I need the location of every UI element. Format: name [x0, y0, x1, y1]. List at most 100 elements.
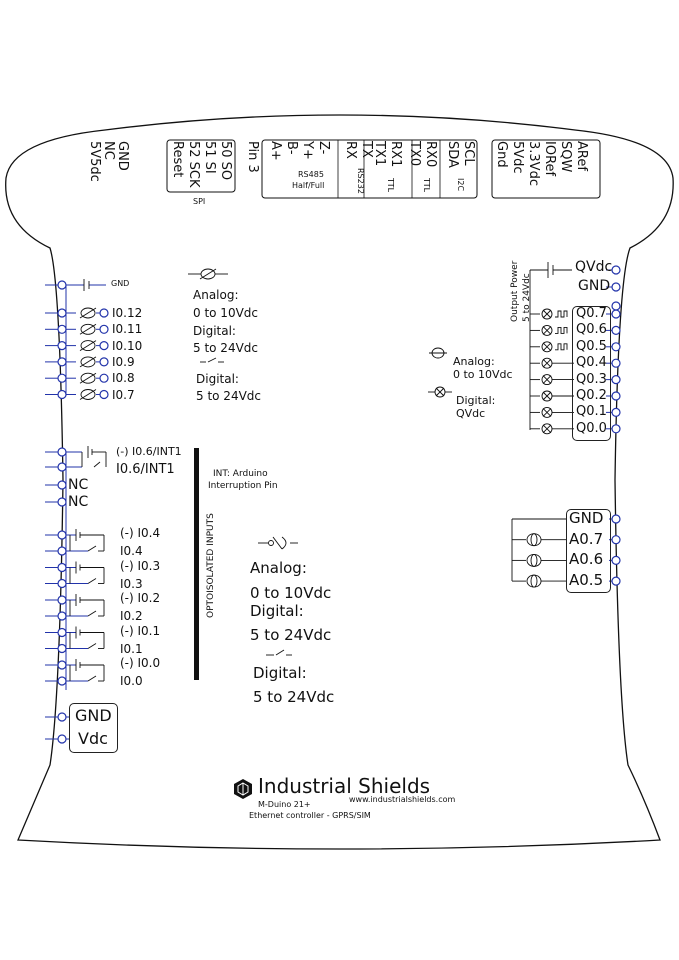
ttl0-pin-1: RX0: [423, 141, 438, 168]
nc-terminal: [57, 480, 67, 490]
input-label: I0.9: [112, 354, 135, 369]
power-terminal: [57, 712, 67, 722]
opto-pos-label: I0.0: [120, 674, 143, 688]
rs485-pin-1: B-: [284, 141, 299, 155]
power-terminal: [57, 734, 67, 744]
rs232-label: RS232: [356, 168, 365, 194]
rs485-pin-0: A+: [268, 141, 283, 161]
opto-input-terminal: [57, 676, 67, 686]
output-label: Q0.3: [576, 371, 607, 387]
analog-pin-label: A0.5: [569, 571, 604, 590]
opto-input-terminal: [57, 578, 67, 589]
opto-input-terminal: [57, 530, 67, 540]
industrial-shields-logo-icon: [234, 779, 252, 799]
right-gnd-label: GND: [578, 278, 611, 294]
analog-pin-label: A0.6: [569, 550, 604, 569]
input-label: I0.8: [112, 371, 135, 386]
misc-pin-0: Gnd: [494, 141, 509, 168]
brand-name: Industrial Shields: [258, 774, 431, 798]
output-power-range: 5 to 24Vdc: [522, 273, 532, 322]
input-terminal: [99, 373, 109, 383]
legend-text: 0 to 10Vdc: [193, 306, 259, 320]
legend-text: 5 to 24Vdc: [253, 688, 335, 706]
output-terminal: [611, 325, 621, 335]
legend-text: Digital:: [193, 324, 236, 338]
output-terminal: [611, 342, 621, 352]
input-terminal: [99, 389, 109, 400]
output-terminal: [611, 301, 621, 311]
input-terminal: [99, 341, 109, 351]
input-label: I0.10: [112, 338, 143, 353]
ttl0-label: TTL: [422, 178, 431, 193]
output-label: Q0.7: [576, 306, 607, 321]
output-terminal: [611, 407, 621, 417]
input-terminal: [99, 308, 109, 318]
opto-pos-label: I0.2: [120, 609, 143, 623]
output-terminal: [611, 391, 621, 401]
int-note-line-1: INT: Arduino: [213, 469, 268, 479]
opto-pos-label: I0.3: [120, 576, 143, 591]
output-terminal: [611, 424, 621, 434]
ttl1-label: TTL: [386, 178, 395, 193]
int-neg-label: (-) I0.6/INT1: [116, 445, 182, 458]
ttl1-pin-0: TX1: [372, 141, 387, 167]
output-power-label: Output Power: [510, 260, 520, 322]
ttl1-pin-1: RX1: [388, 141, 403, 168]
analog-terminal: [611, 535, 621, 545]
i2c-pin-1: SCL: [461, 141, 476, 166]
legend-text: 5 to 24Vdc: [250, 626, 332, 644]
misc-pin-5: ARef: [574, 141, 589, 171]
power-pin-2: 5V5dc: [87, 141, 102, 182]
power-gnd-label: GND: [75, 706, 112, 725]
input-terminal: [99, 357, 109, 367]
input-terminal: [57, 324, 67, 334]
legend-text: Digital:: [456, 394, 496, 407]
analog-terminal: [611, 555, 621, 566]
qvdc-terminal: [611, 265, 621, 275]
input-terminal: [57, 357, 67, 367]
analog-box: [566, 509, 611, 593]
spi-pin-2: 51 SI: [202, 141, 217, 174]
analog-pin-label: A0.7: [569, 529, 604, 548]
rs485-pin-3: Z-: [316, 141, 331, 155]
output-terminal: [611, 309, 621, 319]
input-terminal: [57, 341, 67, 351]
opto-neg-label: (-) I0.1: [120, 623, 161, 638]
spi-pin-3: 50 SO: [218, 141, 233, 181]
analog-terminal: [611, 514, 621, 524]
output-label: Q0.6: [576, 322, 607, 338]
legend-text: Digital:: [250, 602, 304, 620]
brand-model: M-Duino 21+: [258, 800, 311, 809]
output-label: Q0.4: [576, 355, 607, 371]
opto-input-terminal: [57, 660, 67, 670]
input-label: I0.7: [112, 387, 135, 402]
opto-neg-label: (-) I0.4: [120, 526, 161, 540]
legend-text: 0 to 10Vdc: [453, 368, 513, 381]
input-terminal: [57, 308, 67, 318]
spi-pin-0: Reset: [170, 141, 185, 178]
rs485-label: RS485: [298, 170, 324, 179]
int-note-line-2: Interruption Pin: [208, 481, 278, 491]
opto-neg-label: (-) I0.3: [120, 558, 161, 573]
misc-pin-4: SQW: [558, 141, 573, 173]
nc-label-1: NC: [68, 477, 89, 493]
opto-pos-label: I0.4: [120, 544, 143, 558]
gnd-out-terminal: [611, 282, 621, 292]
output-terminal: [611, 358, 621, 368]
misc-pin-2: 3.3Vdc: [526, 141, 541, 186]
output-label: Q0.1: [576, 404, 607, 420]
int-terminal: [57, 447, 67, 457]
spi-pin-1: 52 SCK: [186, 141, 201, 188]
power-pin-0: GND: [115, 141, 130, 171]
opto-inputs-label: OPTOISOLATED INPUTS: [206, 513, 216, 618]
int-terminal: [57, 462, 67, 472]
legend-text: Analog:: [453, 355, 495, 368]
power-pin-1: NC: [101, 141, 116, 160]
opto-input-terminal: [57, 643, 67, 654]
output-box: [572, 306, 611, 441]
nc-terminal: [57, 497, 67, 507]
legend-text: 0 to 10Vdc: [250, 584, 332, 602]
analog-terminal: [611, 576, 621, 586]
rs485-mode-label: Half/Full: [292, 181, 325, 190]
